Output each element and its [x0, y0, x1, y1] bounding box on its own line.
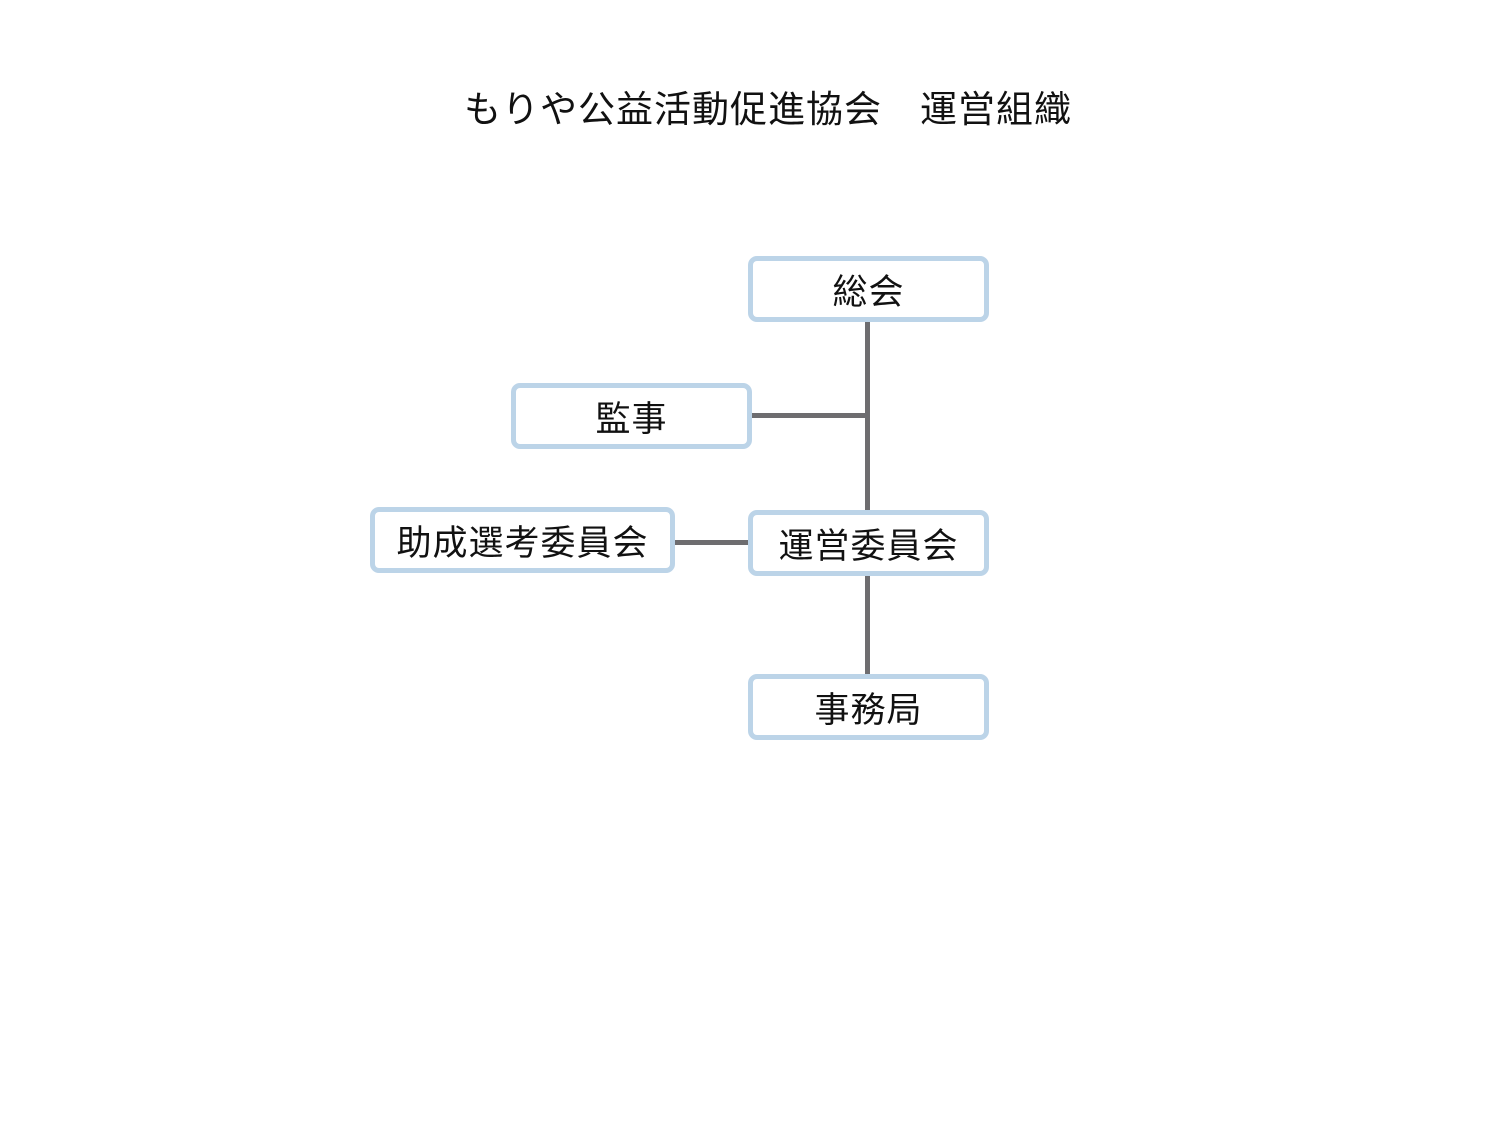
node-auditor: 監事 [511, 383, 752, 449]
node-label: 事務局 [814, 690, 923, 731]
node-grant-selection-committee: 助成選考委員会 [370, 507, 675, 573]
connector-steering-to-secretariat [865, 573, 870, 677]
node-label: 総会 [832, 272, 905, 313]
connector-grant-selection [672, 540, 750, 545]
node-steering-committee: 運営委員会 [748, 510, 989, 576]
node-label: 助成選考委員会 [396, 523, 649, 564]
node-secretariat: 事務局 [748, 674, 989, 740]
node-general-assembly: 総会 [748, 256, 989, 322]
node-label: 監事 [595, 399, 668, 440]
page-title: もりや公益活動促進協会 運営組織 [464, 88, 1072, 131]
connector-auditor [750, 413, 870, 418]
node-label: 運営委員会 [778, 526, 959, 567]
